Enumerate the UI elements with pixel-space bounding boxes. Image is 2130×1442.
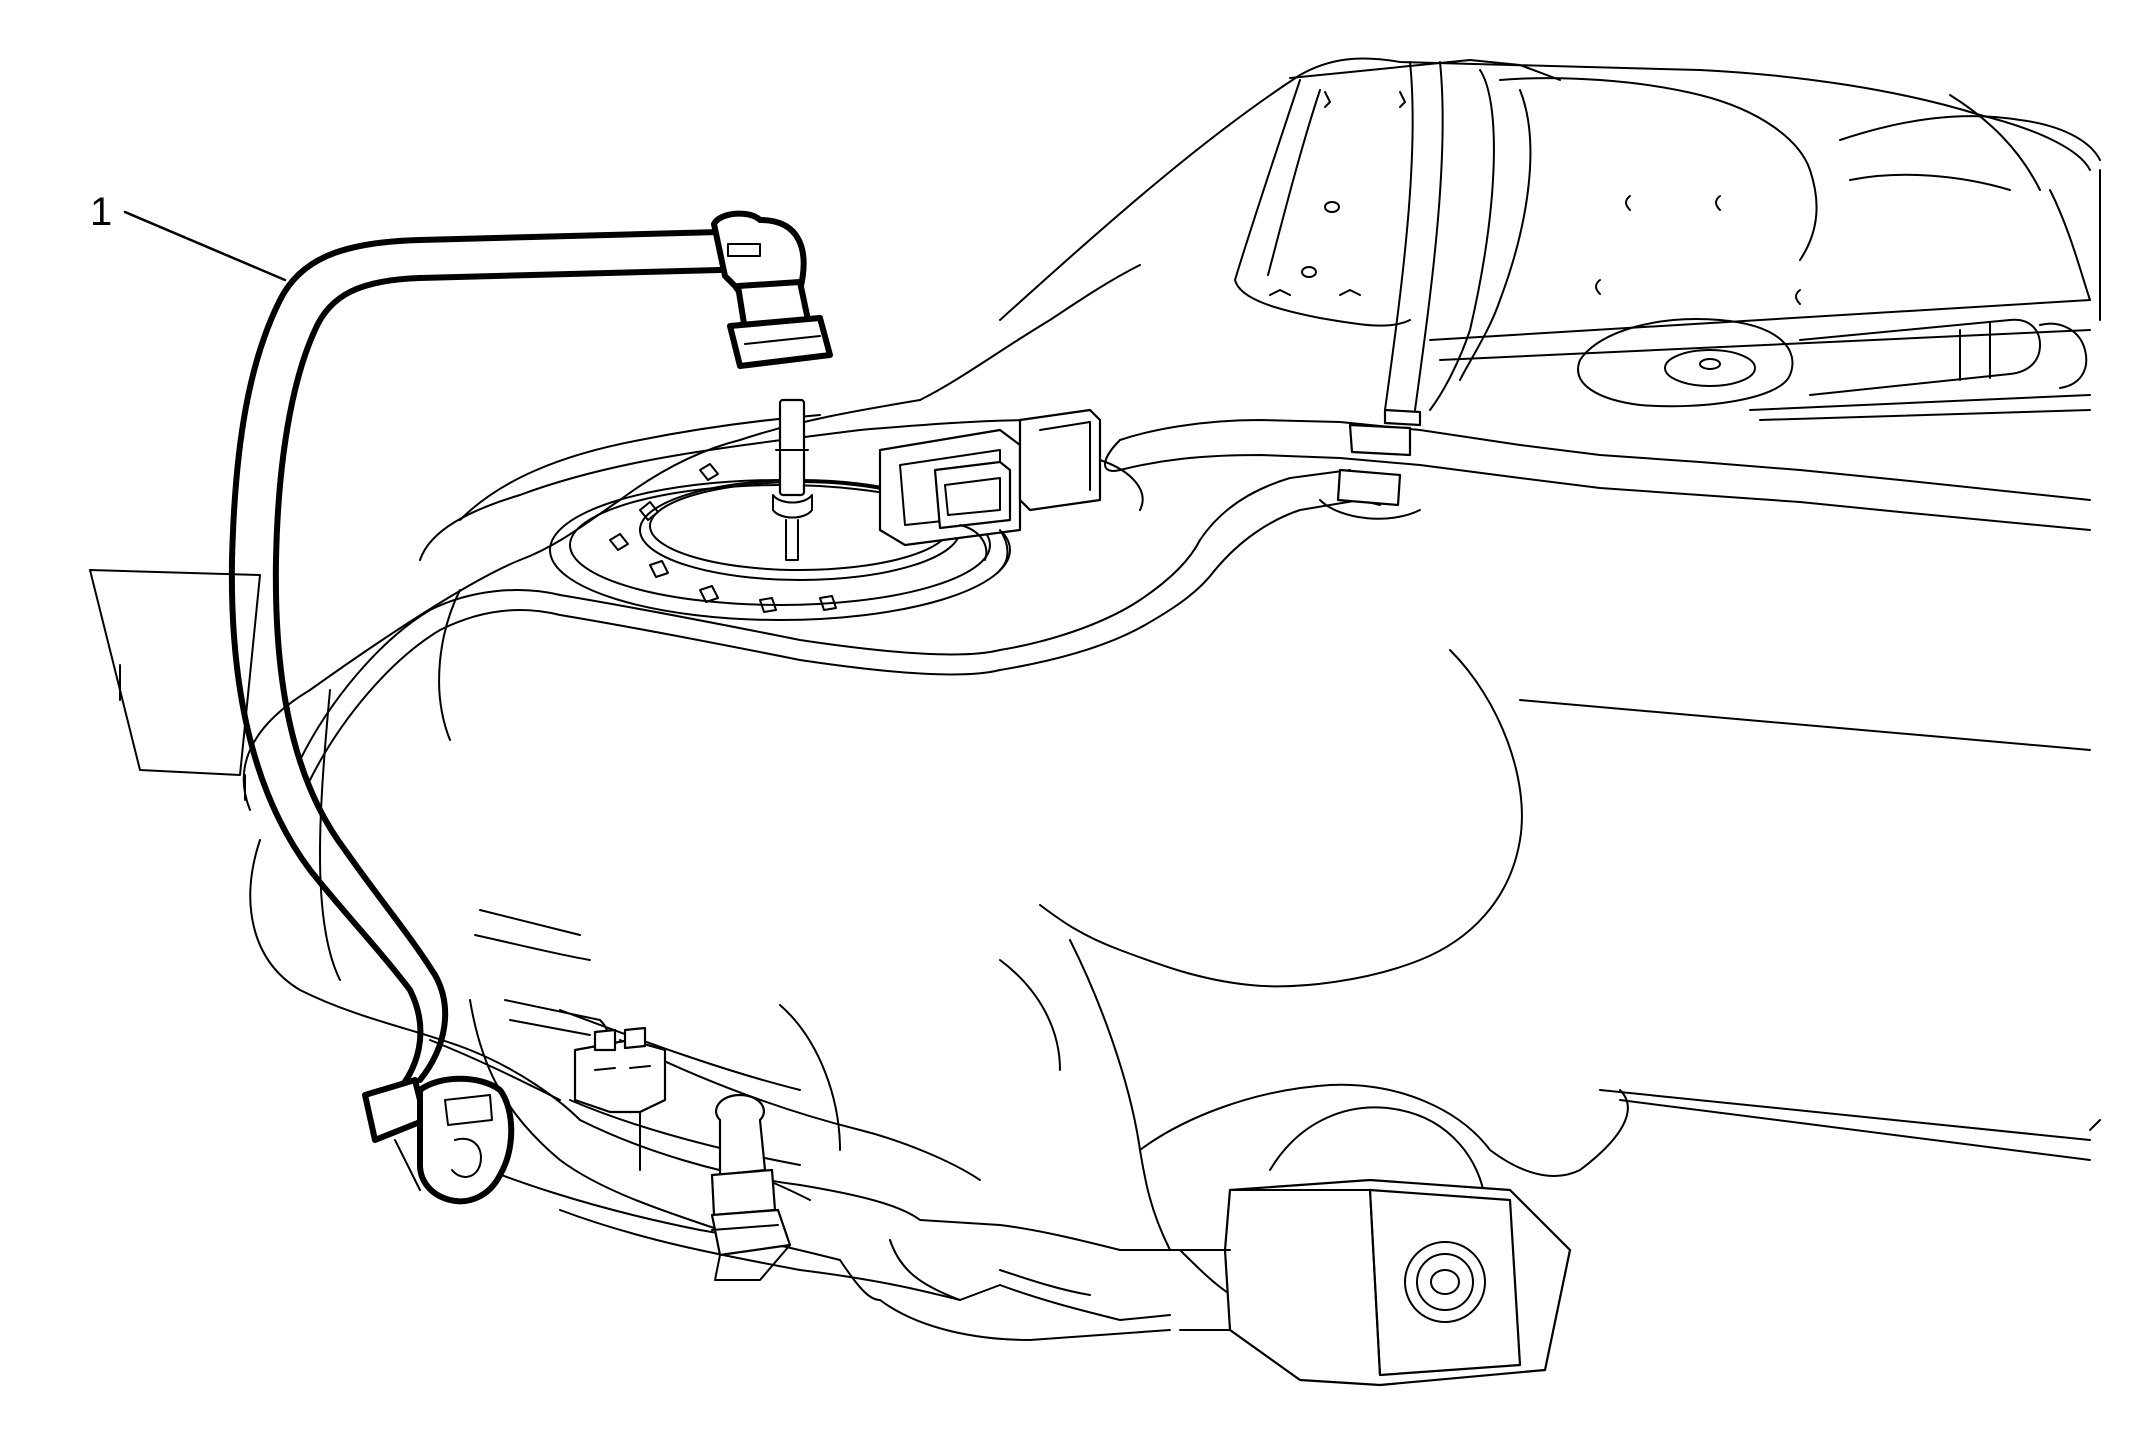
fuel-tank [242, 264, 2101, 1341]
floor-panel [999, 57, 2101, 411]
callout-label: 1 [90, 190, 112, 234]
callout-1: 1 [90, 190, 287, 282]
left-panel-fragment [89, 569, 261, 801]
callout-leader-line [123, 210, 287, 282]
rear-components [1577, 318, 2091, 421]
lower-connectors [504, 999, 792, 1281]
fuel-feed-pipe [228, 210, 833, 1205]
tank-pipes [299, 408, 2091, 781]
tank-strap-bracket [1179, 1106, 1572, 1387]
fuel-pump-module [419, 398, 1144, 621]
